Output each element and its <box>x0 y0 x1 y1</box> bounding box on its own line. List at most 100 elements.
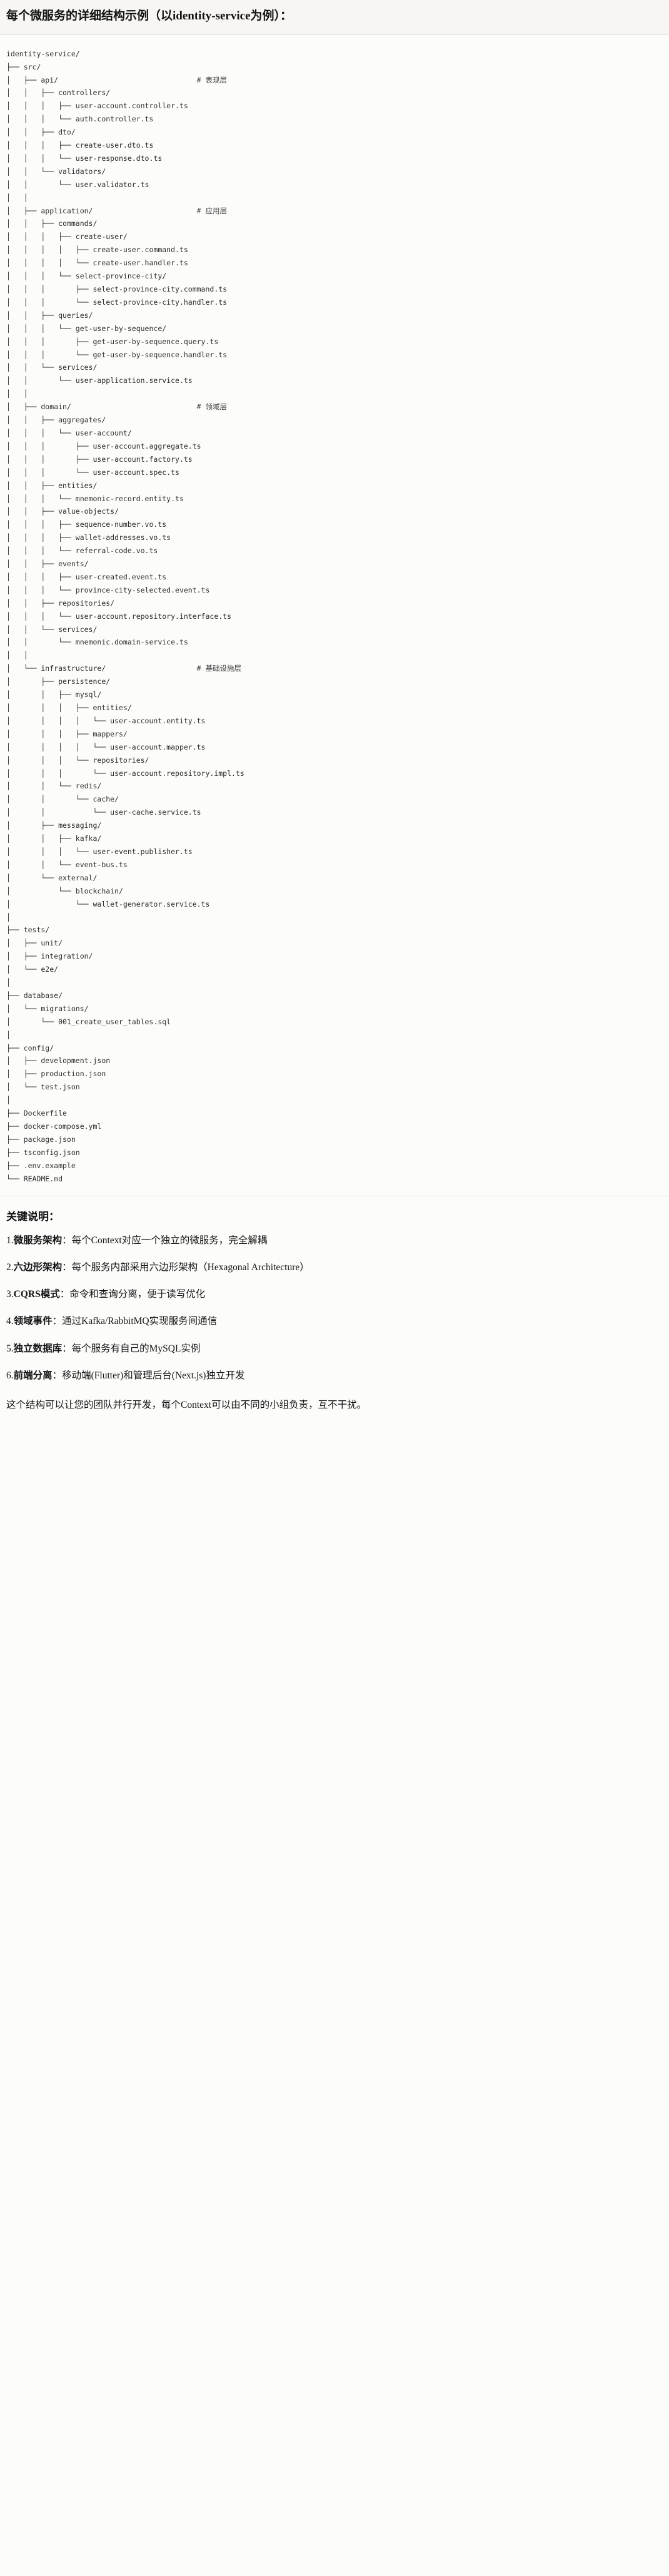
directory-tree-block: identity-service/ ├── src/ │ ├── api/ # … <box>0 34 669 1196</box>
tree-line: │ │ │ ├── create-user/ <box>6 232 128 242</box>
tree-line: │ │ │ └── user-response.dto.ts <box>6 153 163 163</box>
tree-line: │ └── infrastructure/ # 基础设施层 <box>6 664 241 673</box>
tree-line: ├── Dockerfile <box>6 1109 67 1118</box>
tree-line: │ │ │ ├── entities/ <box>6 703 132 712</box>
tree-line: │ └── migrations/ <box>6 1004 89 1013</box>
tree-line: │ │ │ └── user-account/ <box>6 428 132 437</box>
tree-line: │ │ ├── kafka/ <box>6 834 102 843</box>
tree-line: │ │ │ └── auth.controller.ts <box>6 115 154 124</box>
tree-line: │ │ │ └── get-user-by-sequence.handler.t… <box>6 350 228 359</box>
tree-line: │ ├── domain/ # 领域层 <box>6 402 227 412</box>
tree-line: │ │ │ └── user-account.repository.impl.t… <box>6 768 244 778</box>
tree-line: │ └── wallet-generator.service.ts <box>6 899 210 909</box>
tree-line: │ │ │ ├── wallet-addresses.vo.ts <box>6 533 171 542</box>
tree-line: ├── database/ <box>6 990 63 1000</box>
tree-line: │ │ └── validators/ <box>6 166 106 176</box>
key-note-number: 5. <box>6 1343 14 1354</box>
tree-line: │ │ │ └── province-city-selected.event.t… <box>6 585 210 594</box>
key-notes-section: 关键说明： 1.微服务架构：每个Context对应一个独立的微服务，完全解耦 2.… <box>0 1196 669 1425</box>
tree-line: │ │ │ │ └── user-account.mapper.ts <box>6 742 206 751</box>
tree-line: │ │ └── services/ <box>6 624 98 634</box>
key-note-description: ：命令和查询分离，便于读写优化 <box>59 1289 206 1300</box>
tree-line: ├── tests/ <box>6 925 50 935</box>
directory-tree: identity-service/ ├── src/ │ ├── api/ # … <box>6 48 663 1186</box>
tree-line: │ │ └── event-bus.ts <box>6 860 128 869</box>
tree-line: │ │ └── redis/ <box>6 781 102 791</box>
tree-line: │ │ │ └── user-account.spec.ts <box>6 467 179 477</box>
tree-line: │ │ └── user.validator.ts <box>6 180 149 189</box>
tree-line: │ │ │ │ └── create-user.handler.ts <box>6 258 188 268</box>
tree-line: │ ├── unit/ <box>6 939 63 948</box>
key-note-description: ：移动端(Flutter)和管理后台(Next.js)独立开发 <box>52 1370 245 1381</box>
tree-line: ├── package.json <box>6 1134 76 1144</box>
tree-line: ├── tsconfig.json <box>6 1148 80 1157</box>
tree-line: │ └── blockchain/ <box>6 886 123 895</box>
tree-line: │ │ │ │ ├── create-user.command.ts <box>6 245 188 255</box>
key-note-description: ：通过Kafka/RabbitMQ实现服务间通信 <box>52 1316 218 1327</box>
tree-line: │ │ │ └── repositories/ <box>6 755 149 765</box>
tree-line: ├── .env.example <box>6 1161 76 1170</box>
tree-line-comment: # 基础设施层 <box>196 664 241 673</box>
key-note-number: 4. <box>6 1316 14 1327</box>
tree-line-comment: # 应用层 <box>196 206 227 215</box>
tree-line: │ │ ├── entities/ <box>6 481 98 490</box>
tree-line-comment: # 表现层 <box>196 75 227 84</box>
tree-line: │ │ │ ├── user-created.event.ts <box>6 572 167 581</box>
tree-line: │ │ │ ├── sequence-number.vo.ts <box>6 520 167 529</box>
key-note-number: 6. <box>6 1370 14 1381</box>
tree-line: └── README.md <box>6 1174 63 1183</box>
tree-line: │ │ ├── queries/ <box>6 310 93 320</box>
tree-line: │ │ │ ├── get-user-by-sequence.query.ts <box>6 337 219 346</box>
key-note-term: 前端分离 <box>13 1370 53 1381</box>
tree-line: ├── config/ <box>6 1043 54 1052</box>
tree-line: │ └── 001_create_user_tables.sql <box>6 1017 171 1026</box>
tree-line: │ │ └── mnemonic.domain-service.ts <box>6 638 188 647</box>
tree-line-comment: # 领域层 <box>196 402 227 412</box>
tree-line: │ │ └── user-application.service.ts <box>6 376 193 385</box>
tree-line: identity-service/ <box>6 49 80 58</box>
tree-line: │ ├── persistence/ <box>6 677 111 686</box>
tree-line: │ │ ├── mysql/ <box>6 690 102 700</box>
tree-line: │ └── e2e/ <box>6 965 59 974</box>
key-note-number: 1. <box>6 1235 14 1246</box>
key-note-item: 1.微服务架构：每个Context对应一个独立的微服务，完全解耦 <box>6 1233 663 1248</box>
tree-line: │ │ │ └── get-user-by-sequence/ <box>6 323 167 333</box>
tree-line: │ │ └── user-cache.service.ts <box>6 808 201 817</box>
key-note-term: 独立数据库 <box>13 1343 63 1354</box>
key-note-term: 领域事件 <box>13 1316 53 1327</box>
tree-line: │ │ ├── events/ <box>6 559 89 569</box>
tree-line: │ │ ├── dto/ <box>6 128 76 137</box>
key-note-description: ：每个Context对应一个独立的微服务，完全解耦 <box>62 1235 268 1246</box>
key-note-item: 5.独立数据库：每个服务有自己的MySQL实例 <box>6 1341 663 1356</box>
tree-line: │ │ │ └── select-province-city/ <box>6 272 167 281</box>
tree-line: │ │ <box>6 193 28 202</box>
tree-line: ├── src/ <box>6 62 41 71</box>
key-note-description: ：每个服务内部采用六边形架构（Hexagonal Architecture） <box>62 1261 309 1273</box>
tree-line: │ │ ├── controllers/ <box>6 88 111 98</box>
tree-line: │ └── external/ <box>6 873 98 882</box>
tree-line: │ ├── application/ # 应用层 <box>6 206 227 215</box>
tree-line: │ │ │ │ └── user-account.entity.ts <box>6 716 206 725</box>
page-header: 每个微服务的详细结构示例（以identity-service为例）： <box>0 0 669 35</box>
key-note-description: ：每个服务有自己的MySQL实例 <box>62 1343 201 1354</box>
tree-line: │ │ <box>6 651 28 660</box>
tree-line: │ │ │ └── referral-code.vo.ts <box>6 546 158 556</box>
key-note-term: CQRS模式 <box>13 1289 60 1300</box>
key-note-term: 六边形架构 <box>13 1261 63 1273</box>
key-note-item: 6.前端分离：移动端(Flutter)和管理后台(Next.js)独立开发 <box>6 1368 663 1383</box>
tree-line: │ │ │ └── mnemonic-record.entity.ts <box>6 494 184 503</box>
tree-line: │ │ │ ├── user-account.aggregate.ts <box>6 441 201 451</box>
page-title: 每个微服务的详细结构示例（以identity-service为例）： <box>6 9 293 23</box>
tree-line: │ │ └── cache/ <box>6 795 119 804</box>
key-notes-heading: 关键说明： <box>6 1210 59 1223</box>
tree-line: │ │ ├── aggregates/ <box>6 415 106 425</box>
key-note-number: 2. <box>6 1261 14 1273</box>
key-note-term: 微服务架构 <box>13 1235 63 1246</box>
tree-line: │ <box>6 1030 11 1039</box>
tree-line: │ │ │ └── user-account.repository.interf… <box>6 611 232 621</box>
key-note-number: 3. <box>6 1289 14 1300</box>
tree-line: │ │ │ ├── user-account.controller.ts <box>6 101 188 111</box>
tree-line: │ │ └── services/ <box>6 363 98 372</box>
tree-line: │ │ │ └── user-event.publisher.ts <box>6 847 193 856</box>
